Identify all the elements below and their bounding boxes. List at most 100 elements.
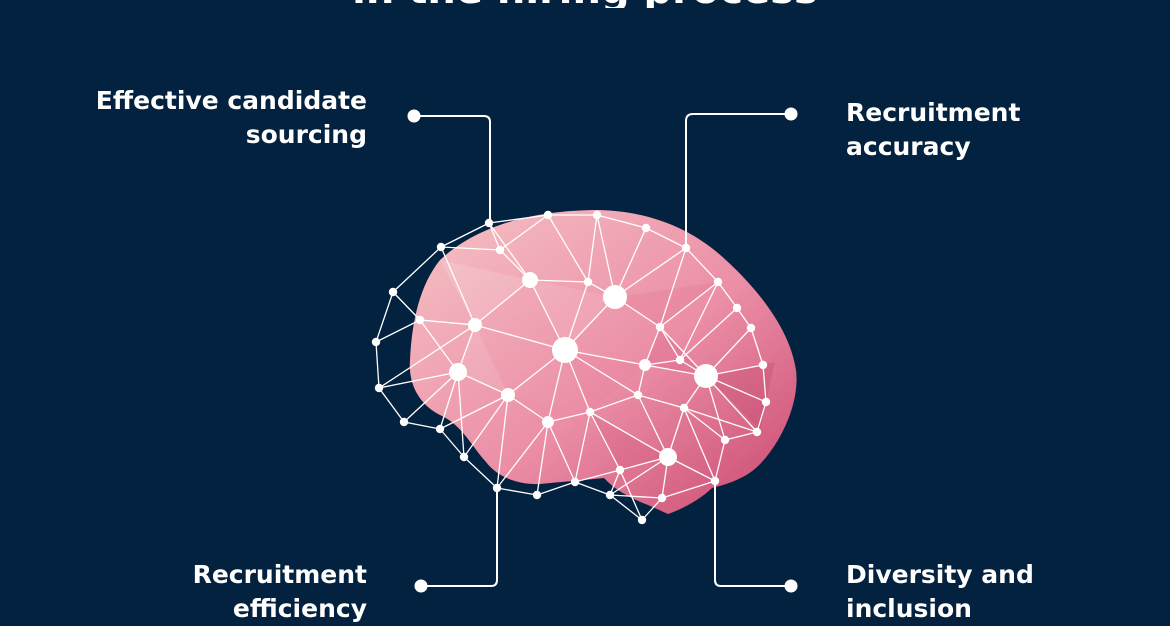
network-node xyxy=(633,390,643,400)
network-link xyxy=(507,394,549,423)
network-link xyxy=(679,307,738,361)
network-link xyxy=(589,411,621,471)
network-node xyxy=(436,242,446,252)
network-link xyxy=(547,411,591,423)
network-link xyxy=(375,341,380,389)
network-node xyxy=(655,322,665,332)
network-link xyxy=(641,497,663,521)
connector-top-left xyxy=(414,115,491,223)
network-link xyxy=(463,394,509,458)
network-link xyxy=(474,324,566,351)
network-link xyxy=(378,387,405,423)
network-node xyxy=(679,403,689,413)
network-link xyxy=(705,375,758,433)
dot-top-left xyxy=(407,109,421,123)
label-recruitment-efficiency: Recruitment efficiency xyxy=(193,558,367,626)
network-link xyxy=(488,214,549,224)
network-link xyxy=(596,214,647,229)
callout-dots xyxy=(407,107,798,593)
label-candidate-sourcing: Effective candidate sourcing xyxy=(96,84,367,152)
network-link xyxy=(378,371,459,389)
network-link xyxy=(609,469,621,496)
network-link xyxy=(564,349,646,366)
network-node xyxy=(713,277,723,287)
network-link xyxy=(499,214,549,251)
network-node xyxy=(694,364,718,388)
network-link xyxy=(659,281,719,328)
network-node xyxy=(605,490,615,500)
label-recruitment-accuracy-line1: Recruitment xyxy=(846,98,1021,127)
network-node xyxy=(399,417,409,427)
network-node xyxy=(637,515,647,525)
title-area: in the hiring process xyxy=(0,0,1170,8)
network-link xyxy=(419,319,459,373)
connector-bottom-right xyxy=(714,483,791,587)
network-node xyxy=(639,359,651,371)
dot-bottom-right xyxy=(784,579,798,593)
network-node xyxy=(615,465,625,475)
network-link xyxy=(536,421,549,496)
network-link xyxy=(587,214,598,283)
network-link xyxy=(403,371,459,423)
network-link xyxy=(609,456,669,496)
network-link xyxy=(756,401,767,433)
network-nodes xyxy=(371,210,771,525)
network-link xyxy=(529,279,589,283)
network-link xyxy=(659,326,681,361)
label-recruitment-accuracy-line2: accuracy xyxy=(846,132,971,161)
network-link xyxy=(547,214,589,283)
network-link xyxy=(439,371,459,430)
network-node xyxy=(758,360,768,370)
network-link xyxy=(440,246,501,251)
network-link xyxy=(717,281,738,309)
network-link xyxy=(683,407,758,433)
network-link xyxy=(392,246,442,293)
network-node xyxy=(459,452,469,462)
network-link xyxy=(683,407,726,441)
network-node xyxy=(374,383,384,393)
network-link xyxy=(574,411,591,483)
network-link xyxy=(457,371,509,396)
network-link xyxy=(724,431,758,441)
network-link xyxy=(419,319,476,326)
network-link xyxy=(661,480,716,499)
network-link xyxy=(496,487,538,496)
network-link xyxy=(564,349,639,396)
network-node xyxy=(468,318,482,332)
network-node xyxy=(501,388,515,402)
brain-shape xyxy=(409,210,797,514)
network-node xyxy=(592,210,602,220)
network-link xyxy=(547,421,576,483)
label-recruitment-efficiency-line1: Recruitment xyxy=(192,560,367,589)
network-link xyxy=(685,247,719,283)
network-node xyxy=(495,245,505,255)
network-node xyxy=(542,416,554,428)
network-link xyxy=(496,421,549,489)
brain-network-illustration xyxy=(371,107,798,593)
network-node xyxy=(435,424,445,434)
network-node xyxy=(746,323,756,333)
connector-top-right xyxy=(685,113,791,248)
network-link xyxy=(762,364,767,403)
network-link xyxy=(440,246,476,326)
network-node xyxy=(752,427,762,437)
label-diversity-inclusion-line1: Diversity and xyxy=(846,560,1034,589)
network-node xyxy=(570,477,580,487)
network-link xyxy=(378,324,476,389)
network-node xyxy=(543,210,553,220)
network-link xyxy=(659,247,687,328)
network-link xyxy=(589,394,639,413)
network-link xyxy=(644,326,661,366)
network-node xyxy=(761,397,771,407)
label-diversity-inclusion-line2: inclusion xyxy=(846,594,972,623)
network-link xyxy=(645,227,687,249)
network-link xyxy=(488,222,501,251)
network-link xyxy=(474,279,531,326)
network-link xyxy=(440,222,490,248)
network-link xyxy=(614,227,647,298)
network-node xyxy=(732,303,742,313)
network-link xyxy=(463,456,498,489)
network-node xyxy=(657,493,667,503)
network-node xyxy=(449,363,467,381)
connector-bottom-left xyxy=(421,488,498,587)
